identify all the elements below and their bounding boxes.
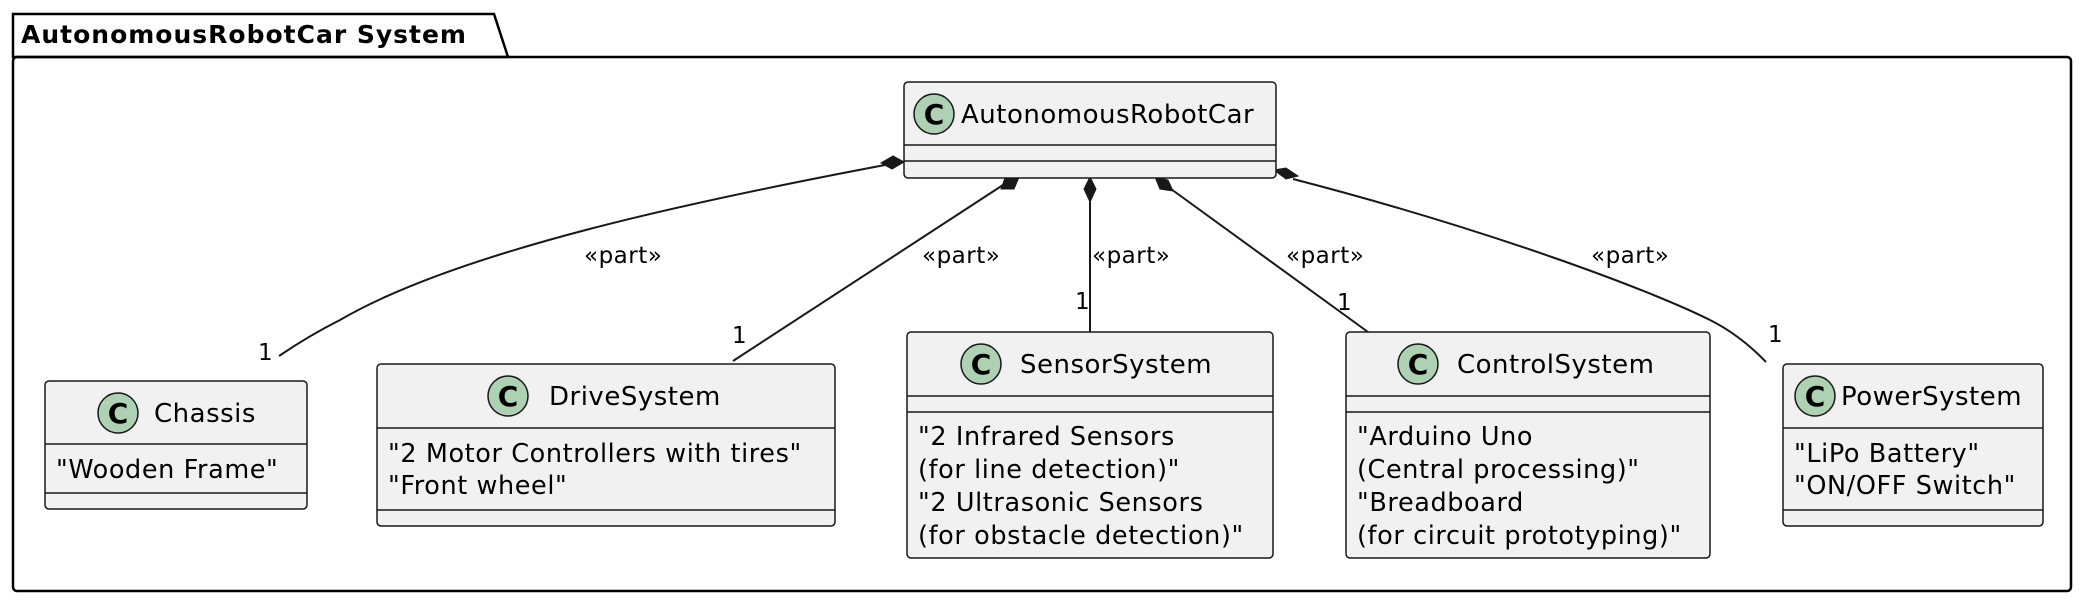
class-icon (960, 343, 1002, 385)
class-icon (97, 392, 139, 434)
relation-label-power: «part» (1591, 243, 1669, 269)
attribute: "LiPo Battery" (1794, 439, 1980, 469)
relation-line-control (1170, 188, 1369, 333)
diamond-drive (1000, 176, 1020, 190)
class-icon-letter: C (498, 380, 519, 413)
class-icon (487, 375, 529, 417)
multiplicity-control: 1 (1337, 290, 1352, 316)
attribute: (for obstacle detection)" (918, 521, 1244, 551)
attribute: "2 Motor Controllers with tires" (388, 439, 802, 469)
relation-label-sensor: «part» (1092, 243, 1170, 269)
attribute: (for line detection)" (918, 455, 1180, 485)
package-title: AutonomousRobotCar System (21, 20, 467, 49)
relation-label-drive: «part» (922, 243, 1000, 269)
attribute: "Wooden Frame" (56, 455, 278, 485)
attribute: (Central processing)" (1357, 455, 1640, 485)
class-icon-letter: C (971, 348, 992, 381)
class-icon (1794, 375, 1836, 417)
relation-label-control: «part» (1286, 243, 1364, 269)
multiplicity-power: 1 (1768, 322, 1783, 348)
class-chassis[interactable]: C Chassis "Wooden Frame" (44, 380, 308, 510)
attribute: "ON/OFF Switch" (1794, 471, 2016, 501)
class-name: ControlSystem (1457, 350, 1654, 380)
attribute: "Arduino Uno (1357, 422, 1533, 452)
attribute: "2 Infrared Sensors (918, 422, 1175, 452)
relations (278, 164, 1767, 363)
class-name: PowerSystem (1841, 382, 2022, 412)
diamond-sensor (1083, 175, 1097, 204)
attribute: "Front wheel" (388, 471, 567, 501)
composition-diamonds (879, 155, 1300, 204)
attribute: (for circuit prototyping)" (1357, 521, 1682, 551)
class-sensorsystem[interactable]: C SensorSystem "2 Infrared Sensors (for … (906, 331, 1274, 559)
relation-label-chassis: «part» (584, 243, 662, 269)
diamond-chassis (879, 155, 906, 170)
package-frame: AutonomousRobotCar System (11, 12, 2073, 593)
class-drivesystem[interactable]: C DriveSystem "2 Motor Controllers with … (376, 363, 836, 527)
multiplicity-sensor: 1 (1075, 289, 1090, 315)
class-icon-letter: C (1408, 348, 1429, 381)
relation-labels: «part» «part» «part» «part» «part» 1 1 1… (258, 243, 1783, 366)
relation-line-chassis (278, 164, 886, 357)
class-powersystem[interactable]: C PowerSystem "LiPo Battery" "ON/OFF Swi… (1782, 363, 2044, 527)
class-icon (913, 93, 955, 135)
multiplicity-drive: 1 (732, 323, 747, 349)
class-name: SensorSystem (1020, 350, 1212, 380)
diamond-control (1154, 176, 1174, 192)
relation-line-drive (732, 184, 1004, 362)
class-icon-letter: C (1805, 380, 1826, 413)
class-icon-letter: C (924, 98, 945, 131)
class-name: Chassis (154, 399, 256, 429)
diamond-power (1272, 167, 1300, 180)
class-name: AutonomousRobotCar (961, 100, 1254, 130)
multiplicity-chassis: 1 (258, 340, 273, 366)
attribute: "2 Ultrasonic Sensors (918, 488, 1203, 518)
class-controlsystem[interactable]: C ControlSystem "Arduino Uno (Central pr… (1345, 331, 1711, 559)
class-icon-letter: C (108, 397, 129, 430)
class-autonomousrobotcar[interactable]: C AutonomousRobotCar (903, 81, 1277, 179)
class-name: DriveSystem (549, 382, 721, 412)
attribute: "Breadboard (1357, 488, 1524, 518)
class-icon (1397, 343, 1439, 385)
relation-line-power (1292, 178, 1767, 363)
